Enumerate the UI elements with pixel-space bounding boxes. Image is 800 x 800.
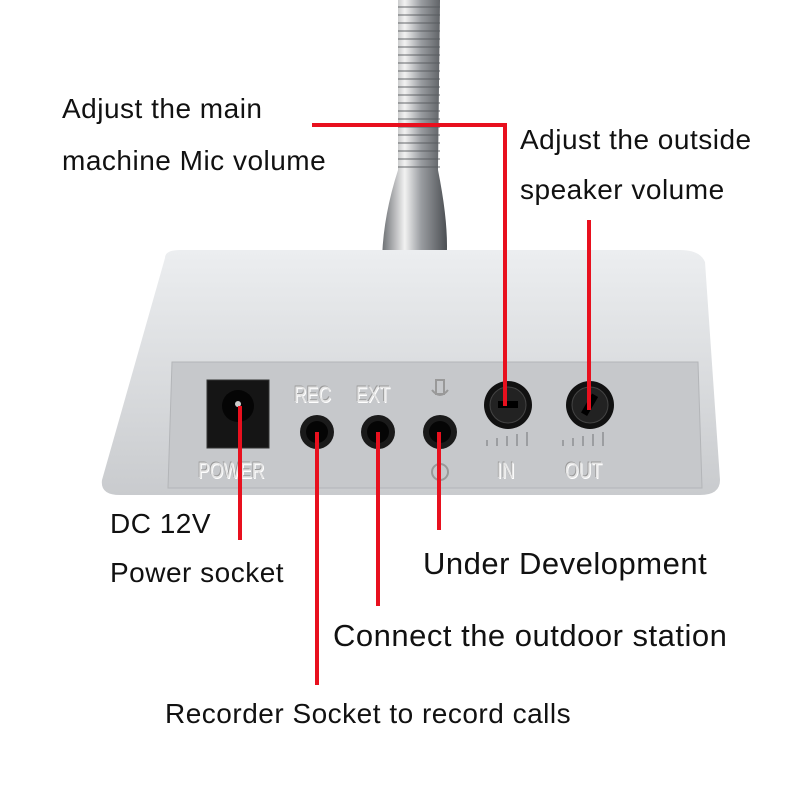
callout-line-speaker-volume (587, 220, 591, 410)
panel-label-out: OUT (565, 458, 603, 483)
volume-knobs (484, 381, 614, 446)
mic-icon (431, 379, 449, 396)
label-speaker-volume-1: Adjust the outside (520, 124, 752, 155)
panel-label-power: POWER (198, 458, 265, 483)
label-mic-volume-2: machine Mic volume (62, 145, 327, 176)
label-mic-volume-1: Adjust the main (62, 93, 263, 124)
label-ext: Connect the outdoor station (333, 618, 728, 653)
label-power-1: DC 12V (110, 508, 212, 539)
callout-line-mic-jack (437, 432, 441, 530)
base-body (101, 250, 721, 495)
label-power-2: Power socket (110, 557, 285, 588)
callout-line-mic-volume (312, 123, 507, 127)
label-speaker-volume-2: speaker volume (520, 174, 725, 205)
label-mic-jack: Under Development (423, 546, 708, 581)
panel-label-in: IN (497, 458, 515, 483)
panel-label-rec: REC (294, 382, 332, 407)
label-rec: Recorder Socket to record calls (165, 698, 572, 729)
panel-label-ext: EXT (356, 382, 391, 407)
gooseneck (382, 0, 447, 265)
callout-line-power (238, 406, 242, 540)
callout-line-mic-volume-vertical (503, 123, 507, 406)
callout-line-ext (376, 432, 380, 606)
callout-line-rec (315, 432, 319, 685)
